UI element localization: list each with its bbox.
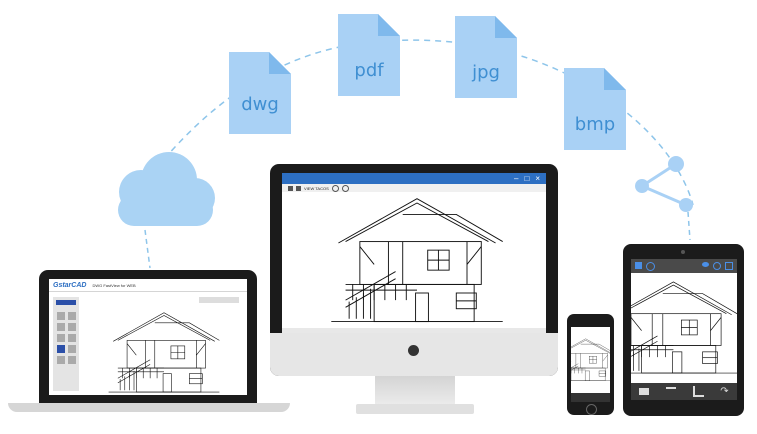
laptop-sidebar <box>53 297 79 391</box>
laptop-app-header: GstarCAD DWG FastView for WEB <box>49 279 247 292</box>
maximize-icon[interactable]: □ <box>524 174 530 183</box>
close-icon[interactable]: × <box>535 174 540 183</box>
tool-button[interactable] <box>68 356 76 364</box>
eye-icon[interactable] <box>702 262 709 267</box>
share-icon <box>635 156 693 212</box>
monitor-screen: – □ × VIEW TACOS <box>282 173 546 333</box>
file-label: bmp <box>575 114 615 135</box>
tool-button[interactable] <box>57 345 65 353</box>
save-icon[interactable] <box>296 185 301 191</box>
monitor-stand-base <box>356 404 474 414</box>
cloud-icon <box>118 152 215 226</box>
help-icon[interactable] <box>635 261 642 269</box>
fullscreen-icon[interactable] <box>725 262 733 270</box>
tablet-camera <box>681 250 685 254</box>
sidebar-tool-grid <box>53 308 79 368</box>
title-bar: – □ × <box>282 173 546 184</box>
laptop-screen: GstarCAD DWG FastView for WEB <box>49 279 247 395</box>
file-icon-bmp: bmp <box>564 68 626 150</box>
monitor-drawing <box>330 198 504 323</box>
redo-icon[interactable]: ↷ <box>720 386 729 397</box>
status-bar <box>282 328 546 333</box>
measure-icon[interactable] <box>665 387 676 396</box>
file-label: pdf <box>354 60 384 81</box>
tablet-bottom-toolbar: ↷ <box>631 383 737 400</box>
layers-icon[interactable] <box>639 388 650 395</box>
laptop-drawing <box>108 312 220 393</box>
zoom-in-icon[interactable] <box>331 184 339 192</box>
tablet-screen: ↷ <box>631 259 737 400</box>
tool-button[interactable] <box>68 334 76 342</box>
tool-button[interactable] <box>57 356 65 364</box>
phone-drawing <box>571 338 610 381</box>
viewer-label: VIEW TACOS <box>304 185 329 191</box>
sidebar-active-item[interactable] <box>56 300 76 305</box>
tool-button[interactable] <box>68 323 76 331</box>
phone-toolbar[interactable] <box>571 393 610 402</box>
file-label: dwg <box>241 94 279 115</box>
tool-button[interactable] <box>68 345 76 353</box>
tool-button[interactable] <box>57 312 65 320</box>
monitor-toolbar: VIEW TACOS <box>282 184 546 192</box>
tablet-top-bar <box>631 259 737 273</box>
phone-screen <box>571 327 610 402</box>
file-icon-dwg: dwg <box>229 52 291 134</box>
annotate-icon[interactable] <box>692 386 704 397</box>
tool-button[interactable] <box>57 334 65 342</box>
monitor-neck <box>375 376 455 408</box>
file-icon-jpg: jpg <box>455 16 517 98</box>
history-icon[interactable] <box>646 261 655 271</box>
laptop-base <box>8 403 290 412</box>
search-icon[interactable] <box>713 262 721 270</box>
file-icon-pdf: pdf <box>338 14 400 96</box>
tool-button[interactable] <box>57 323 65 331</box>
phone-home-button[interactable] <box>586 404 597 415</box>
app-title: DWG FastView for WEB <box>92 282 136 288</box>
brand-logo: GstarCAD <box>53 281 87 289</box>
tablet-drawing <box>631 281 737 374</box>
tool-button[interactable] <box>68 312 76 320</box>
laptop-toolbar[interactable] <box>199 297 239 303</box>
file-label: jpg <box>471 62 500 83</box>
monitor-logo <box>408 345 419 356</box>
minimize-icon[interactable]: – <box>514 174 519 183</box>
open-icon[interactable] <box>288 185 293 191</box>
zoom-out-icon[interactable] <box>341 184 349 192</box>
